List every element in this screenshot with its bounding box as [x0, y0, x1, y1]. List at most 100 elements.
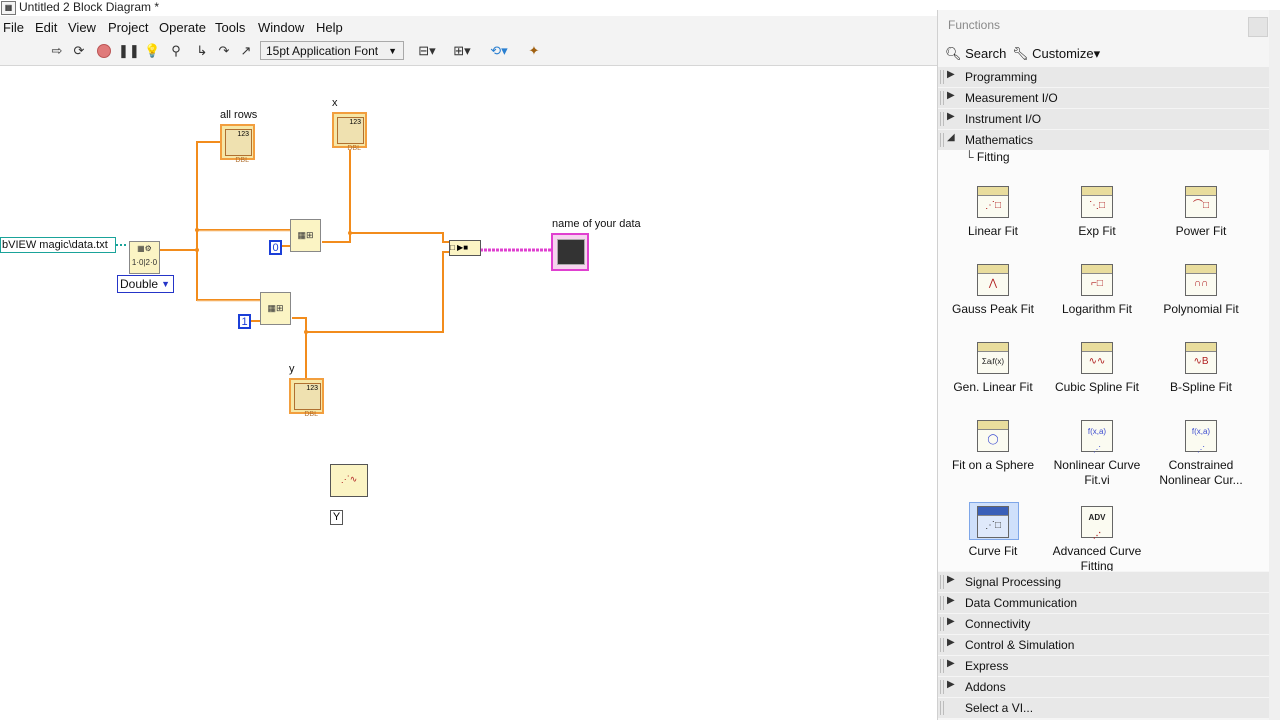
- item-caption: B-Spline Fit: [1149, 380, 1253, 395]
- palette-search-button[interactable]: 🔍︎ Search: [945, 46, 1006, 62]
- wire-to-index-bottom: [197, 250, 262, 300]
- category-programming[interactable]: ▶Programming: [938, 66, 1270, 87]
- linear-fit-icon: ⋰□: [977, 186, 1009, 218]
- expand-arrow-icon: ▶: [947, 90, 955, 101]
- item-caption: Gen. Linear Fit: [941, 380, 1045, 395]
- wires-layer: [0, 0, 936, 720]
- palette-item-power-fit[interactable]: ⌒□Power Fit: [1149, 186, 1253, 262]
- palette-item-gen-linear-fit[interactable]: Σaᵢf(x) Gen. Linear Fit: [941, 342, 1045, 418]
- advanced-curve-fitting-icon: ADV⋰: [1081, 506, 1113, 538]
- nonlinear-curve-fit-icon: f(x,a)⋰: [1081, 420, 1113, 452]
- functions-palette: Functions 🔍︎ Search 🔧︎ Customize▾ ▶Progr…: [937, 10, 1270, 720]
- index-array-node-bottom[interactable]: ▦⊞: [260, 292, 291, 325]
- expand-arrow-icon: ▶: [947, 595, 955, 606]
- category-label: Data Communication: [965, 596, 1077, 610]
- expand-arrow-icon: ▶: [947, 679, 955, 690]
- wire-junction: [195, 248, 199, 252]
- palette-close-button[interactable]: [1248, 17, 1268, 37]
- wire-junction: [348, 231, 352, 235]
- item-caption: Gauss Peak Fit: [941, 302, 1045, 317]
- category-label: Addons: [965, 680, 1006, 694]
- subcategory-label: Fitting: [977, 150, 1010, 164]
- index-array-node-top[interactable]: ▦⊞: [290, 219, 321, 252]
- category-data-communication[interactable]: ▶ Data Communication: [938, 592, 1270, 613]
- category-select-a-vi[interactable]: Select a VI...: [938, 697, 1270, 718]
- curve-fit-express-vi[interactable]: ⋰∿: [330, 464, 368, 497]
- category-label: Control & Simulation: [965, 638, 1074, 652]
- index-constant-1[interactable]: 1: [238, 314, 251, 329]
- all-rows-indicator[interactable]: 123DBL: [220, 124, 255, 160]
- category-label: Programming: [965, 70, 1037, 84]
- x-label: x: [332, 97, 338, 109]
- category-control-simulation[interactable]: ▶Control & Simulation: [938, 634, 1270, 655]
- grip-icon: [940, 680, 944, 694]
- category-express[interactable]: ▶Express: [938, 655, 1270, 676]
- index-constant-0[interactable]: 0: [269, 240, 282, 255]
- array-indicator-display: 123DBL: [337, 117, 364, 144]
- category-signal-processing[interactable]: ▶Signal Processing: [938, 571, 1270, 592]
- category-mathematics[interactable]: ◢Mathematics: [938, 129, 1270, 150]
- expand-arrow-icon: ▶: [947, 658, 955, 669]
- breadcrumb-fitting[interactable]: └ Fitting: [965, 150, 1010, 164]
- category-label: Connectivity: [965, 617, 1030, 631]
- item-caption: Advanced Curve Fitting: [1045, 544, 1149, 574]
- constrained-nonlinear-icon: f(x,a)⋰: [1185, 420, 1217, 452]
- Y-terminal[interactable]: Y: [330, 510, 343, 525]
- palette-item-gauss-peak-fit[interactable]: ⋀Gauss Peak Fit: [941, 264, 1045, 340]
- fit-on-sphere-icon: ◯: [977, 420, 1009, 452]
- item-caption: Exp Fit: [1045, 224, 1149, 239]
- category-addons[interactable]: ▶ Addons: [938, 676, 1270, 697]
- wire-junction: [195, 228, 199, 232]
- palette-item-exp-fit[interactable]: ⋱□Exp Fit: [1045, 186, 1149, 262]
- wire-x-to-bundle: [350, 233, 451, 242]
- type-ring-constant[interactable]: Double▼: [117, 275, 174, 293]
- grip-icon: [940, 659, 944, 673]
- y-label: y: [289, 363, 295, 375]
- chevron-down-icon: ▾: [1094, 46, 1101, 61]
- grip-icon: [940, 617, 944, 631]
- category-label: Mathematics: [965, 133, 1033, 147]
- fitting-palette-area: └ Fitting ⋰□Linear Fit ⋱□Exp Fit ⌒□Power…: [938, 150, 1270, 572]
- customize-label: Customize: [1032, 46, 1093, 61]
- indicator-numeric-label: 123: [237, 131, 249, 138]
- wire-y-to-bundle: [306, 252, 451, 332]
- category-label: Instrument I/O: [965, 112, 1041, 126]
- category-label: Measurement I/O: [965, 91, 1058, 105]
- wrench-icon: 🔧︎: [1012, 46, 1029, 61]
- palette-scrollbar[interactable]: [1269, 10, 1280, 720]
- palette-item-linear-fit[interactable]: ⋰□Linear Fit: [941, 186, 1045, 262]
- wire-junction: [304, 330, 308, 334]
- bundle-node[interactable]: □ ▶■: [449, 240, 481, 256]
- palette-item-fit-on-sphere[interactable]: ◯Fit on a Sphere: [941, 420, 1045, 496]
- palette-title: Functions: [948, 18, 1000, 32]
- wire-to-x: [322, 150, 350, 242]
- item-caption: Cubic Spline Fit: [1045, 380, 1149, 395]
- palette-item-polynomial-fit[interactable]: ∩∩Polynomial Fit: [1149, 264, 1253, 340]
- palette-item-b-spline-fit[interactable]: ∿BB-Spline Fit: [1149, 342, 1253, 418]
- palette-customize-button[interactable]: 🔧︎ Customize▾: [1012, 46, 1100, 62]
- category-measurement-io[interactable]: ▶ Measurement I/O: [938, 87, 1270, 108]
- palette-item-constrained-nonlinear[interactable]: f(x,a)⋰Constrained Nonlinear Cur...: [1149, 420, 1253, 496]
- palette-item-nonlinear-curve-fit[interactable]: f(x,a)⋰Nonlinear Curve Fit.vi: [1045, 420, 1149, 496]
- grip-icon: [940, 701, 944, 715]
- xy-graph-indicator[interactable]: [551, 233, 589, 271]
- indicator-type-label: DBL: [304, 411, 318, 418]
- palette-item-logarithm-fit[interactable]: ⌐□Logarithm Fit: [1045, 264, 1149, 340]
- array-indicator-display: 123DBL: [294, 383, 321, 410]
- category-connectivity[interactable]: ▶Connectivity: [938, 613, 1270, 634]
- file-path-constant[interactable]: bVIEW magic\data.txt: [0, 237, 116, 253]
- grip-icon: [940, 638, 944, 652]
- y-indicator[interactable]: 123DBL: [289, 378, 324, 414]
- palette-item-cubic-spline-fit[interactable]: ∿∿Cubic Spline Fit: [1045, 342, 1149, 418]
- curve-fit-express-icon: ⋰□: [977, 506, 1009, 538]
- read-spreadsheet-file-node[interactable]: ▦⚙1·0|2·0: [129, 241, 160, 274]
- x-indicator[interactable]: 123DBL: [332, 112, 367, 148]
- gen-linear-fit-icon: Σaᵢf(x): [977, 342, 1009, 374]
- search-icon: 🔍︎: [945, 46, 962, 61]
- category-instrument-io[interactable]: ▶ Instrument I/O: [938, 108, 1270, 129]
- polynomial-fit-icon: ∩∩: [1185, 264, 1217, 296]
- wire-to-all-rows: [197, 142, 221, 250]
- power-fit-icon: ⌒□: [1185, 186, 1217, 218]
- expand-arrow-icon: ▶: [947, 574, 955, 585]
- expand-arrow-icon: ▶: [947, 111, 955, 122]
